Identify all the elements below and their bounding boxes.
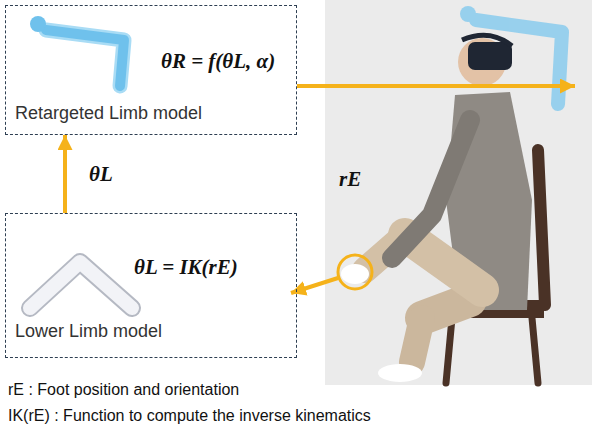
retargeted-limb-overlay xyxy=(460,6,562,104)
flow-arrow xyxy=(63,135,67,213)
foot-marker xyxy=(338,255,372,289)
symbol-label: rE xyxy=(339,166,361,192)
edge-label: θL xyxy=(89,161,113,187)
footnote: IK(rE) : Function to compute the inverse… xyxy=(8,406,371,426)
box-title: Retargeted Limb model xyxy=(15,102,202,124)
formula: θR = f(θL, α) xyxy=(161,48,275,74)
foot-arrow xyxy=(291,278,338,293)
formula: θL = IK(rE) xyxy=(134,254,238,280)
model-box: θL = IK(rE) Lower Limb model xyxy=(5,213,297,358)
photo-panel xyxy=(325,0,592,385)
model-box: θR = f(θL, α) Retargeted Limb model xyxy=(5,5,297,135)
box-title: Lower Limb model xyxy=(15,320,162,342)
footnote: rE : Foot position and orientation xyxy=(8,380,239,400)
lower-limb-illustration xyxy=(30,262,132,308)
retargeted-limb-illustration xyxy=(30,16,124,86)
retarget-arrow xyxy=(297,84,575,88)
